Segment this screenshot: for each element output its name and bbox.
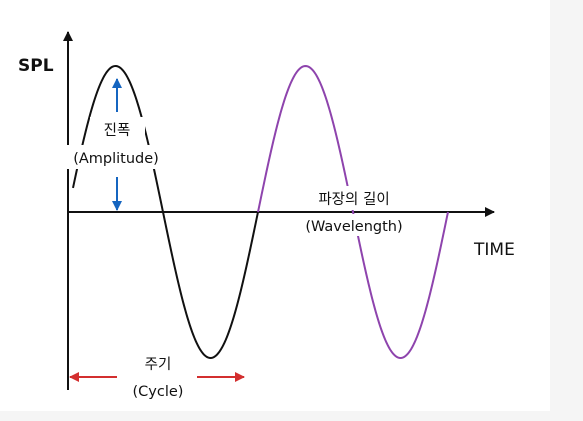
amplitude-label-english: (Amplitude) xyxy=(73,151,159,167)
wavelength-label-korean: 파장의 길이 xyxy=(318,191,389,208)
cycle-label-korean: 주기 xyxy=(145,356,172,373)
y-axis-label: SPL xyxy=(18,56,54,76)
wave-cycle-one xyxy=(72,65,259,360)
right-margin xyxy=(550,0,583,421)
wave-cycle-two xyxy=(257,64,449,360)
cycle-label-english: (Cycle) xyxy=(133,384,184,400)
wavelength-label-english: (Wavelength) xyxy=(305,219,402,235)
amplitude-label-korean: 진폭 xyxy=(104,122,131,139)
bottom-margin xyxy=(0,411,583,421)
diagram-canvas xyxy=(0,0,550,411)
x-axis-label: TIME xyxy=(473,240,515,260)
